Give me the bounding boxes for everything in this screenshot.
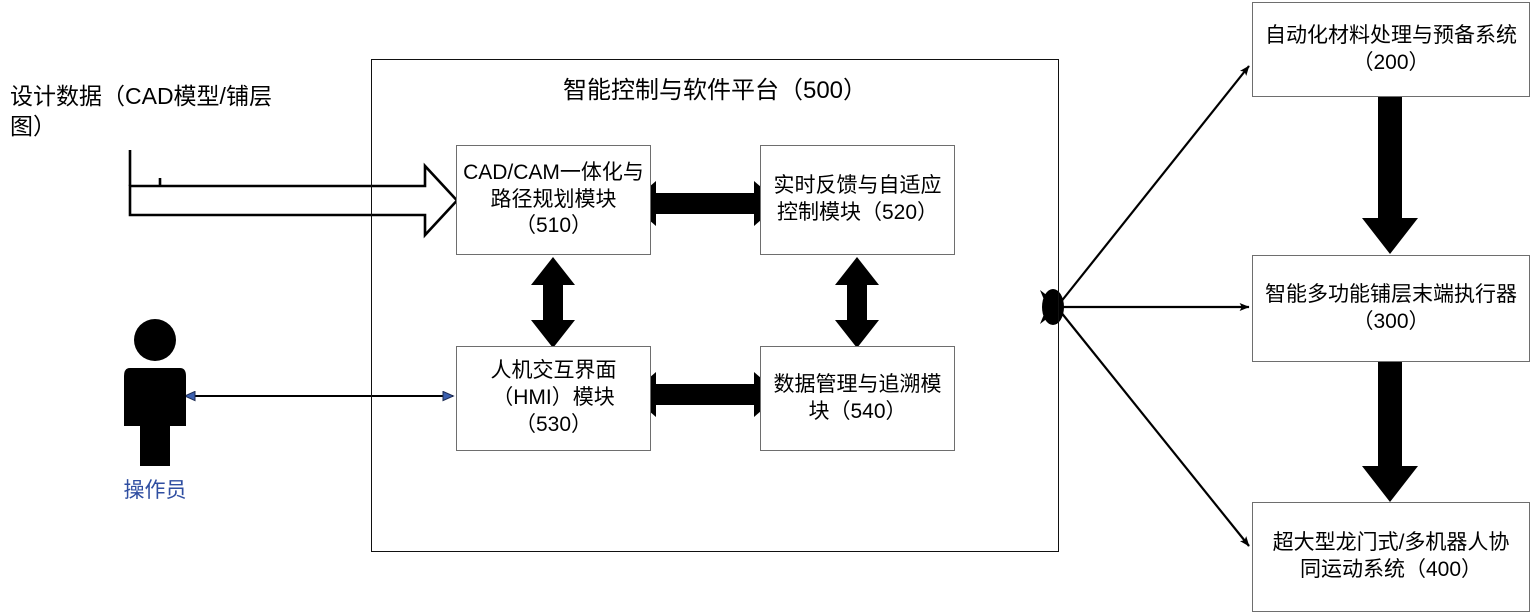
arrow-530-540 bbox=[630, 372, 780, 417]
arrow-platform-to-400 bbox=[1059, 310, 1250, 547]
operator-actor-icon bbox=[124, 319, 186, 466]
subsystem-400-box[interactable]: 超大型龙门式/多机器人协同运动系统（400） bbox=[1252, 502, 1530, 612]
subsystem-300-label: 智能多功能铺层末端执行器（300） bbox=[1265, 282, 1517, 333]
module-530-box[interactable]: 人机交互界面（HMI）模块（530） bbox=[456, 346, 651, 451]
arrow-520-540 bbox=[835, 257, 879, 348]
arrow-200-to-300 bbox=[1362, 96, 1418, 254]
module-510-label: CAD/CAM一体化与路径规划模块（510） bbox=[463, 160, 644, 238]
operator-label: 操作员 bbox=[123, 479, 187, 502]
platform-500-title: 智能控制与软件平台（500） bbox=[562, 77, 868, 104]
subsystem-300-box[interactable]: 智能多功能铺层末端执行器（300） bbox=[1252, 255, 1530, 362]
subsystem-200-box[interactable]: 自动化材料处理与预备系统（200） bbox=[1252, 2, 1530, 97]
design-data-block-arrow bbox=[128, 150, 459, 239]
arrow-platform-to-200 bbox=[1059, 65, 1250, 304]
module-540-box[interactable]: 数据管理与追溯模块（540） bbox=[760, 346, 955, 451]
module-510-box[interactable]: CAD/CAM一体化与路径规划模块（510） bbox=[456, 145, 651, 255]
arrow-510-520 bbox=[630, 181, 780, 226]
module-520-label: 实时反馈与自适应控制模块（520） bbox=[773, 174, 942, 224]
module-530-label: 人机交互界面（HMI）模块（530） bbox=[490, 359, 617, 436]
arrow-300-to-400 bbox=[1362, 361, 1418, 502]
design-data-label: 设计数据（CAD模型/铺层图） bbox=[10, 83, 272, 139]
platform-500-frame bbox=[371, 59, 1059, 552]
module-520-box[interactable]: 实时反馈与自适应控制模块（520） bbox=[760, 145, 955, 255]
subsystem-200-label: 自动化材料处理与预备系统（200） bbox=[1265, 23, 1517, 74]
arrow-510-530 bbox=[531, 257, 575, 348]
subsystem-400-label: 超大型龙门式/多机器人协同运动系统（400） bbox=[1272, 531, 1510, 581]
module-540-label: 数据管理与追溯模块（540） bbox=[773, 372, 942, 423]
